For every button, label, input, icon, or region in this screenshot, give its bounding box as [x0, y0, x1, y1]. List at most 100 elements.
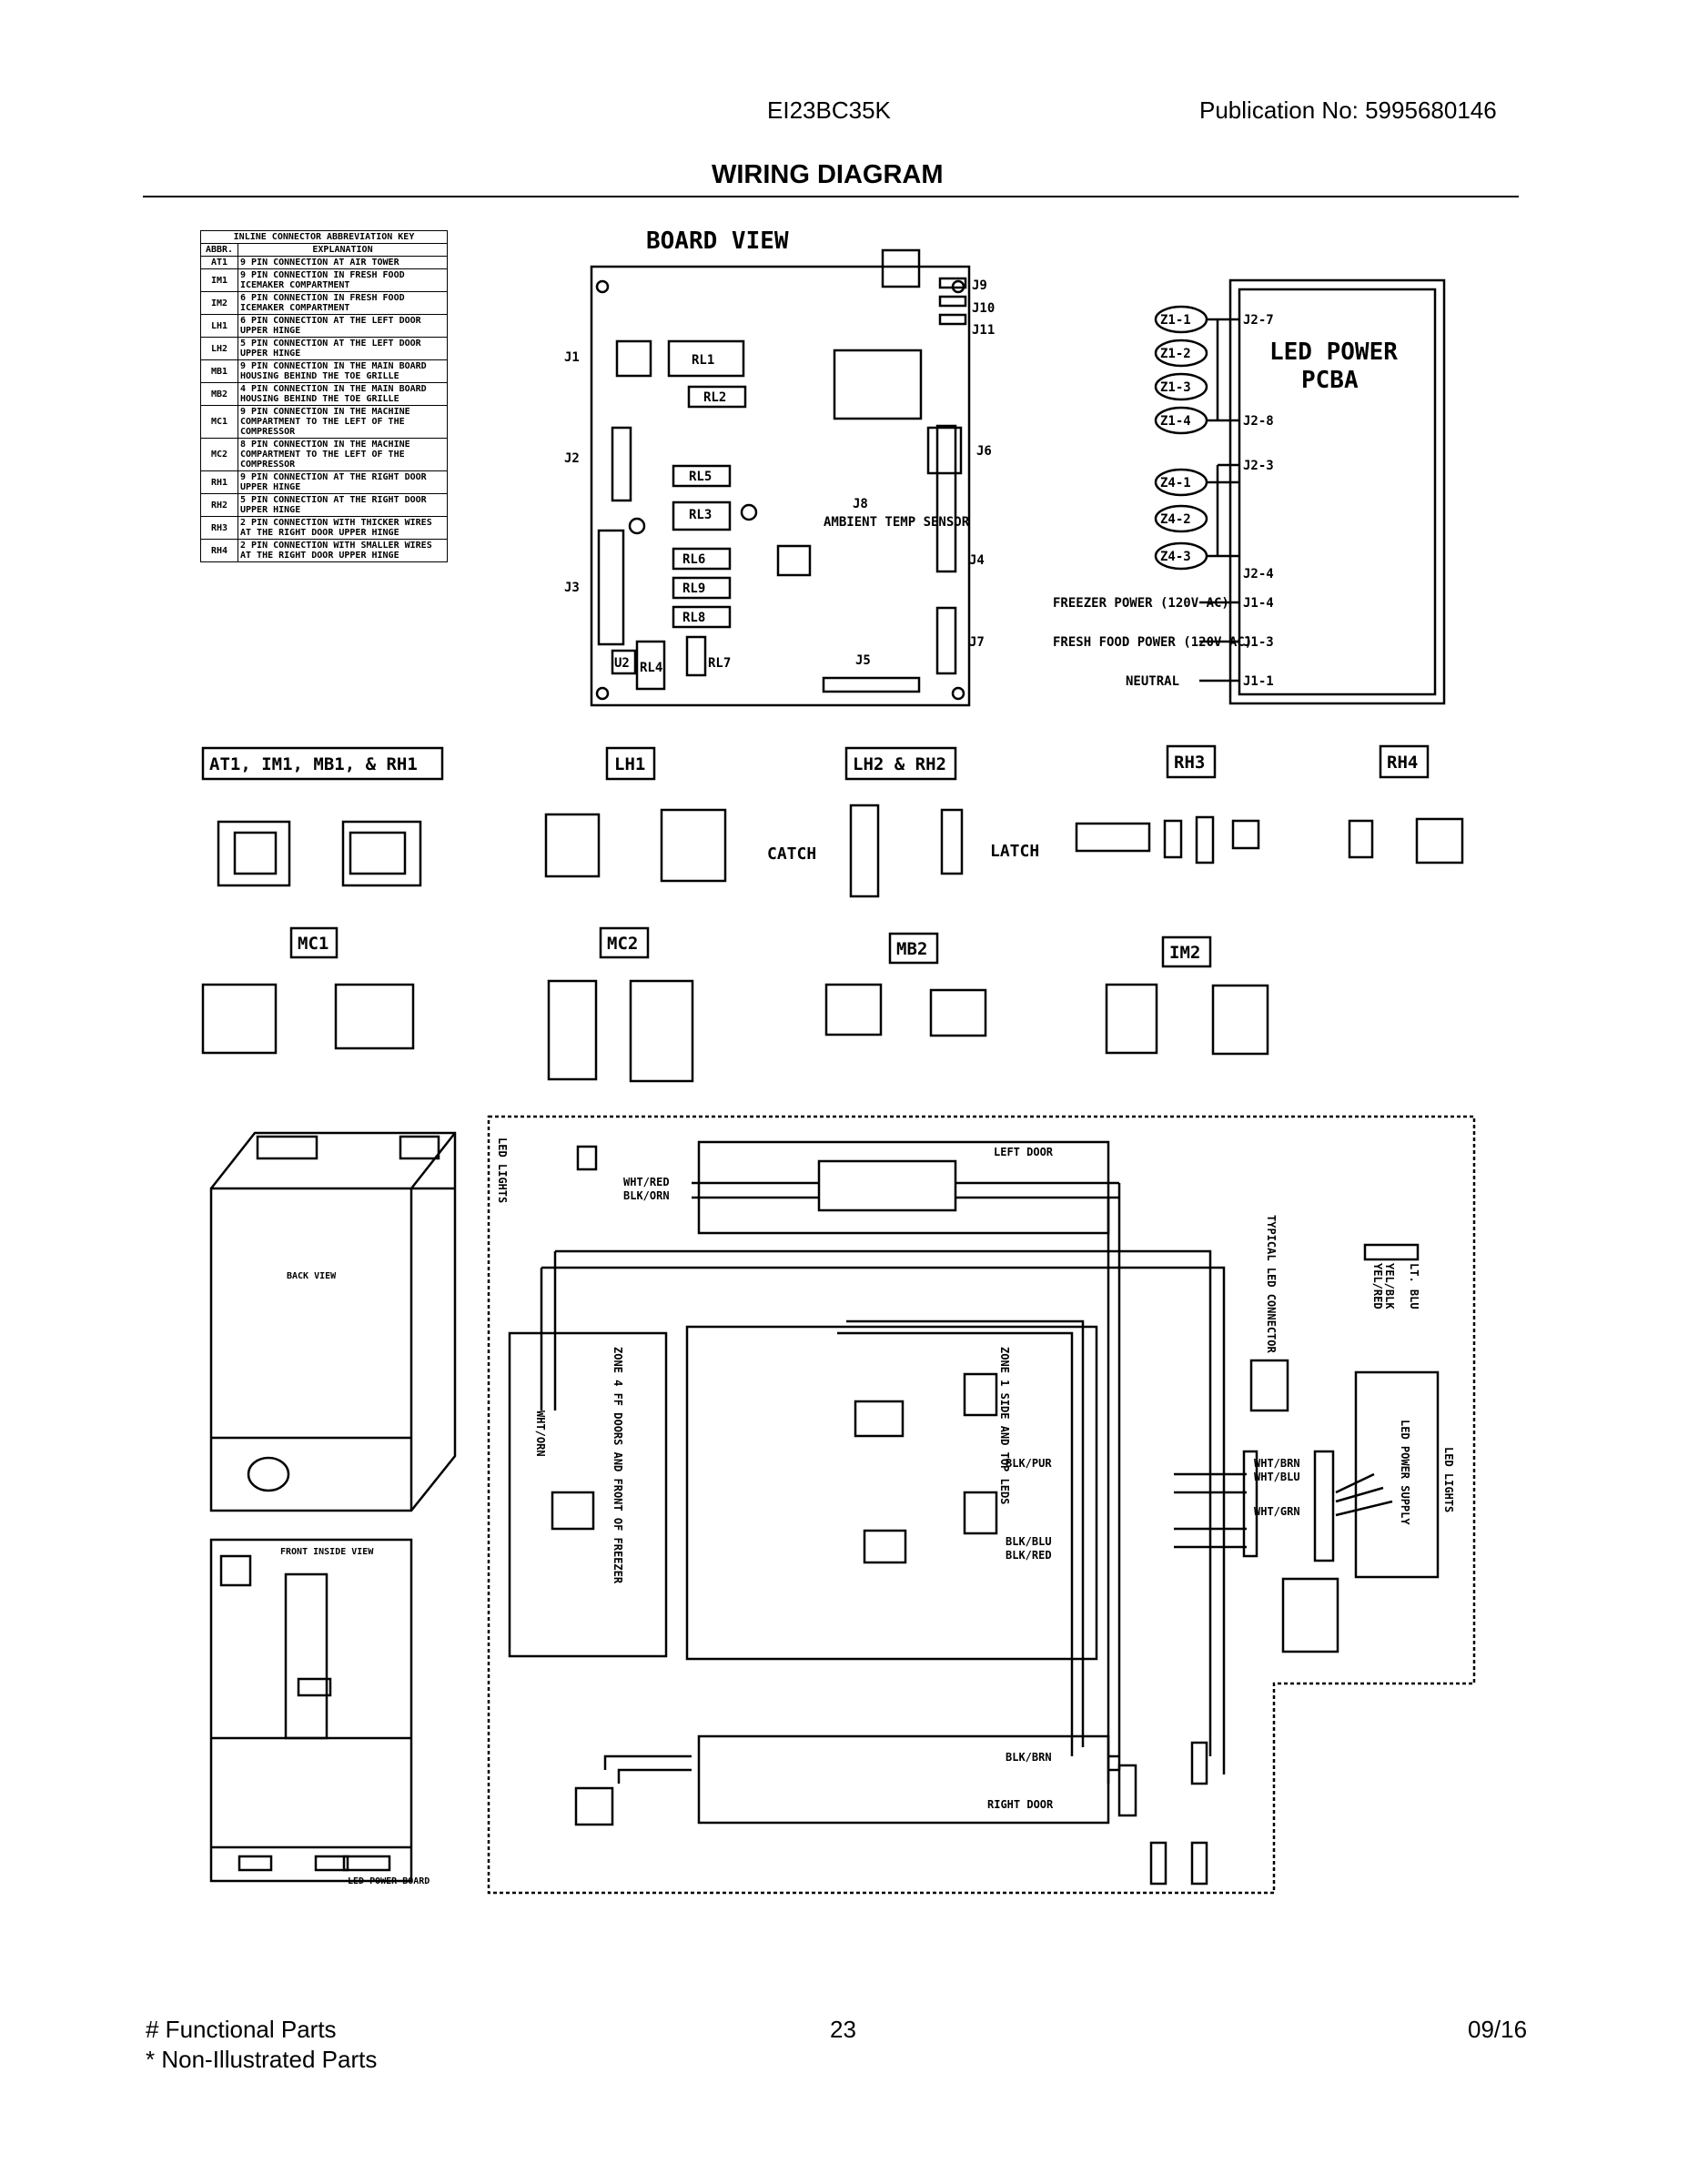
chip-u2: U2 — [614, 656, 630, 671]
zone1-label: ZONE 1 SIDE AND TOP LEDS — [998, 1347, 1011, 1504]
key-explanation: 8 PIN CONNECTION IN THE MACHINE COMPARTM… — [238, 438, 448, 471]
pin-j2-7: J2-7 — [1243, 313, 1274, 328]
connector-mb2-label: MB2 — [896, 939, 927, 959]
key-explanation: 9 PIN CONNECTION IN THE MACHINE COMPARTM… — [238, 405, 448, 439]
relay-rl4: RL4 — [640, 661, 662, 675]
connector-im2-label: IM2 — [1169, 943, 1200, 963]
board-view-title: BOARD VIEW — [646, 228, 789, 255]
pcba-labels: LED POWER PCBA Z1-1 Z1-2 Z1-3 Z1-4 Z4-1 … — [1053, 313, 1398, 689]
connector-lh2-label: LH2 & RH2 — [853, 754, 946, 774]
wire-lt-blu: LT. BLU — [1408, 1263, 1420, 1309]
relay-rl7: RL7 — [708, 656, 731, 671]
led-lights-schematic — [487, 1115, 1476, 1895]
wire-blk-blu: BLK/BLU — [1006, 1535, 1052, 1548]
relay-rl6: RL6 — [682, 552, 705, 567]
key-abbr: IM1 — [200, 268, 238, 292]
led-power-pcba — [1154, 278, 1446, 705]
footer-functional-parts: # Functional Parts — [146, 2016, 337, 2043]
pin-j2-4: J2-4 — [1243, 567, 1274, 581]
z4-2: Z4-2 — [1160, 512, 1191, 527]
connector-rh4-label: RH4 — [1387, 753, 1418, 773]
pin-j1-4: J1-4 — [1243, 596, 1274, 611]
wire-wht-blu: WHT/BLU — [1254, 1471, 1300, 1483]
wire-blk-pur: BLK/PUR — [1006, 1457, 1052, 1470]
catch-label: CATCH — [767, 844, 816, 864]
relay-rl3: RL3 — [689, 508, 712, 522]
wire-wht-brn: WHT/BRN — [1254, 1457, 1300, 1470]
connector-at1-label: AT1, IM1, MB1, & RH1 — [209, 754, 418, 774]
led-lights-label-right: LED LIGHTS — [1442, 1447, 1455, 1512]
pin-j1-3: J1-3 — [1243, 635, 1274, 650]
cabinet-back-view — [209, 1131, 457, 1512]
z1-2: Z1-2 — [1160, 347, 1191, 361]
relay-rl9: RL9 — [682, 581, 705, 596]
footer-date: 09/16 — [1468, 2016, 1528, 2043]
pcba-title-2: PCBA — [1301, 367, 1359, 394]
wire-yel-red: YEL/RED — [1371, 1263, 1384, 1309]
jack-j11: J11 — [972, 323, 995, 338]
right-door-label: RIGHT DOOR — [987, 1798, 1054, 1811]
wire-yel-blk: YEL/BLK — [1383, 1263, 1396, 1309]
key-abbr: RH3 — [200, 516, 238, 540]
pin-j2-8: J2-8 — [1243, 414, 1274, 429]
key-abbr: LH2 — [200, 337, 238, 360]
jack-j9: J9 — [972, 278, 987, 293]
key-explanation: 4 PIN CONNECTION IN THE MAIN BOARD HOUSI… — [238, 382, 448, 406]
connector-rh3-label: RH3 — [1174, 753, 1205, 773]
neutral-label: NEUTRAL — [1126, 674, 1179, 689]
z1-1: Z1-1 — [1160, 313, 1191, 328]
z4-1: Z4-1 — [1160, 476, 1191, 490]
ambient-sensor-label: AMBIENT TEMP SENSOR — [824, 515, 970, 530]
schematic-labels: LEFT DOOR RIGHT DOOR LED LIGHTS LED LIGH… — [496, 1138, 1455, 1811]
key-explanation: 9 PIN CONNECTION IN FRESH FOOD ICEMAKER … — [238, 268, 448, 292]
jack-j6: J6 — [976, 444, 992, 459]
freezer-power-label: FREEZER POWER (120V AC) — [1053, 596, 1229, 611]
header-rule — [143, 196, 1519, 197]
publication-number: Publication No: 5995680146 — [1199, 96, 1497, 124]
jack-j2: J2 — [564, 451, 580, 466]
abbreviation-key-table: INLINE CONNECTOR ABBREVIATION KEY ABBR. … — [200, 230, 448, 562]
back-view-label: BACK VIEW — [287, 1271, 337, 1281]
typical-led-connector-label: TYPICAL LED CONNECTOR — [1265, 1215, 1278, 1353]
z4-3: Z4-3 — [1160, 550, 1191, 564]
jack-j1: J1 — [564, 350, 580, 365]
relay-rl2: RL2 — [703, 390, 726, 405]
connector-mc1-label: MC1 — [298, 934, 329, 954]
pin-j2-3: J2-3 — [1243, 459, 1274, 473]
key-explanation: 2 PIN CONNECTION WITH SMALLER WIRES AT T… — [238, 539, 448, 562]
relay-rl8: RL8 — [682, 611, 705, 625]
connector-views — [201, 744, 1464, 1083]
page-title: WIRING DIAGRAM — [712, 160, 944, 189]
front-inside-label: FRONT INSIDE VIEW — [280, 1547, 374, 1557]
z1-3: Z1-3 — [1160, 380, 1191, 395]
wire-blk-red: BLK/RED — [1006, 1549, 1052, 1562]
pin-j1-1: J1-1 — [1243, 674, 1274, 689]
footer-page-number: 23 — [830, 2016, 856, 2043]
key-explanation: 2 PIN CONNECTION WITH THICKER WIRES AT T… — [238, 516, 448, 540]
connector-lh1-label: LH1 — [614, 754, 645, 774]
wire-blk-orn: BLK/ORN — [623, 1189, 670, 1202]
board-labels: RL1 RL2 RL5 RL3 RL6 RL9 RL8 RL4 RL7 U2 J… — [564, 278, 995, 675]
key-abbr: MC1 — [200, 405, 238, 439]
left-door-label: LEFT DOOR — [994, 1146, 1054, 1158]
fresh-food-power-label: FRESH FOOD POWER (120V AC) — [1053, 635, 1252, 650]
key-explanation: 6 PIN CONNECTION AT THE LEFT DOOR UPPER … — [238, 314, 448, 338]
z1-4: Z1-4 — [1160, 414, 1191, 429]
connector-titles: AT1, IM1, MB1, & RH1 LH1 LH2 & RH2 RH3 R… — [209, 753, 1418, 963]
jack-j10: J10 — [972, 301, 995, 316]
jack-j3: J3 — [564, 581, 580, 595]
wire-wht-red: WHT/RED — [623, 1176, 670, 1188]
connector-mc2-label: MC2 — [607, 934, 638, 954]
jack-j8: J8 — [853, 497, 868, 511]
wire-blk-brn: BLK/BRN — [1006, 1751, 1052, 1764]
led-power-supply-label: LED POWER SUPPLY — [1399, 1420, 1411, 1525]
jack-j5: J5 — [855, 653, 871, 668]
